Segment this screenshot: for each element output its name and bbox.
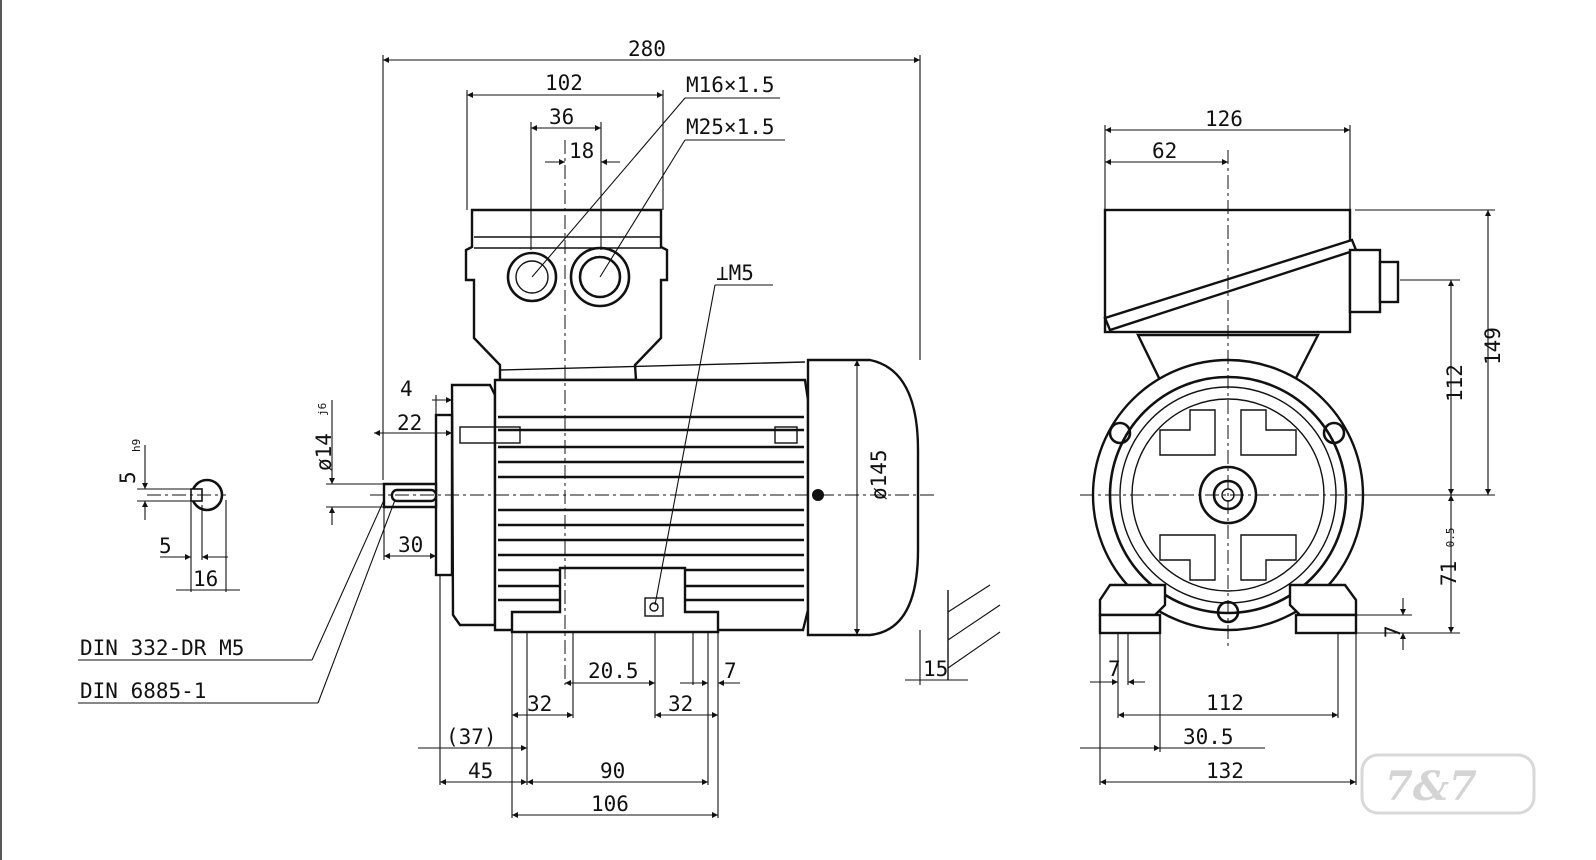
- dim-30: 30: [398, 533, 423, 557]
- motor-end-view: [1080, 150, 1460, 650]
- dim-45: 45: [468, 759, 493, 783]
- dim-90: 90: [600, 759, 625, 783]
- dim-71: 71: [1437, 561, 1461, 586]
- watermark-text: 7&7: [1385, 763, 1477, 810]
- dim-7-side: 7: [724, 659, 737, 683]
- key-section-view: [137, 445, 240, 592]
- dim-149: 149: [1481, 327, 1505, 365]
- dim-62: 62: [1152, 139, 1177, 163]
- dim-280: 280: [628, 37, 666, 61]
- dim-37: (37): [446, 725, 497, 749]
- key-width-label: 5: [116, 471, 140, 484]
- motor-side-view: [370, 140, 935, 685]
- side-view-dimensions: [78, 55, 1001, 818]
- watermark-logo: 7&7: [1360, 753, 1536, 815]
- centre-hole-std: DIN 332-DR M5: [80, 636, 244, 660]
- dim-15: 15: [923, 657, 948, 681]
- dim-112: 112: [1206, 691, 1244, 715]
- dim-32-right: 32: [668, 692, 693, 716]
- end-view-dimensions: [1080, 125, 1495, 785]
- dim-7-vertical: 7: [1381, 625, 1405, 638]
- dim-7-horizontal: 7: [1108, 657, 1121, 681]
- dim-102: 102: [545, 71, 583, 95]
- dim-4: 4: [400, 377, 413, 401]
- dim-36: 36: [549, 105, 574, 129]
- cable-gland-m25: M25×1.5: [686, 115, 775, 139]
- dim-71-tolerance: -0.5: [1444, 528, 1457, 555]
- dim-112-vertical: 112: [1443, 364, 1467, 402]
- key-5-label: 5: [159, 534, 172, 558]
- shaft-dia-tolerance: j6: [316, 403, 329, 416]
- dim-22: 22: [397, 411, 422, 435]
- earth-thread-m5: ⊥M5: [716, 261, 754, 285]
- key-tol-label: h9: [130, 439, 143, 452]
- dim-30-5: 30.5: [1183, 725, 1234, 749]
- dim-20-5: 20.5: [588, 659, 639, 683]
- fan-cover-diameter: ø145: [867, 449, 891, 500]
- key-16-label: 16: [193, 567, 218, 591]
- dim-106: 106: [591, 792, 629, 816]
- dim-132: 132: [1206, 759, 1244, 783]
- dim-126: 126: [1205, 107, 1243, 131]
- dim-32-left: 32: [527, 692, 552, 716]
- key-std: DIN 6885-1: [80, 679, 206, 703]
- shaft-diameter: ø14: [312, 433, 336, 471]
- cable-gland-m16: M16×1.5: [686, 73, 775, 97]
- dim-18: 18: [569, 139, 594, 163]
